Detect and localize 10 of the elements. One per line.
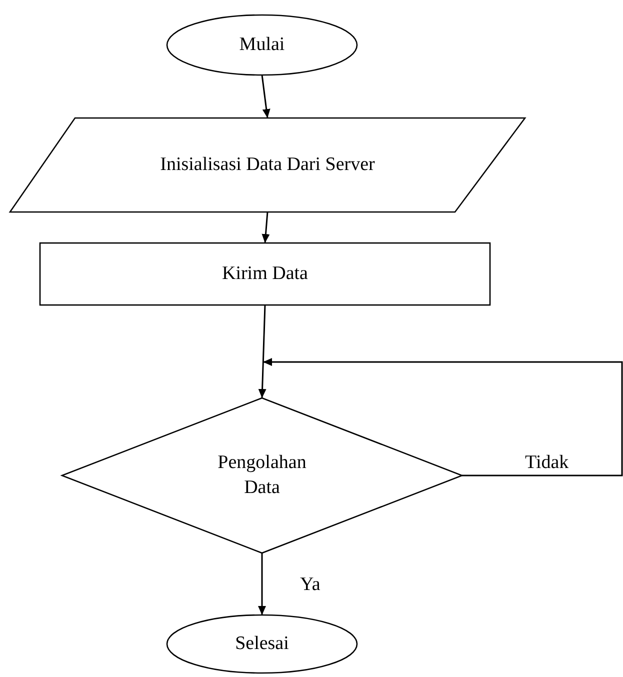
node-label: Selesai [235,632,289,656]
arrow [262,212,270,244]
arrow [261,74,270,118]
arrow [258,553,266,615]
arrow [258,304,266,398]
node-label: Mulai [239,32,285,57]
arrow [263,358,623,476]
node-label: Inisialisasi Data Dari Server [160,152,375,177]
node-label: Pengolahan Data [216,450,308,500]
node-label: Kirim Data [222,262,308,286]
